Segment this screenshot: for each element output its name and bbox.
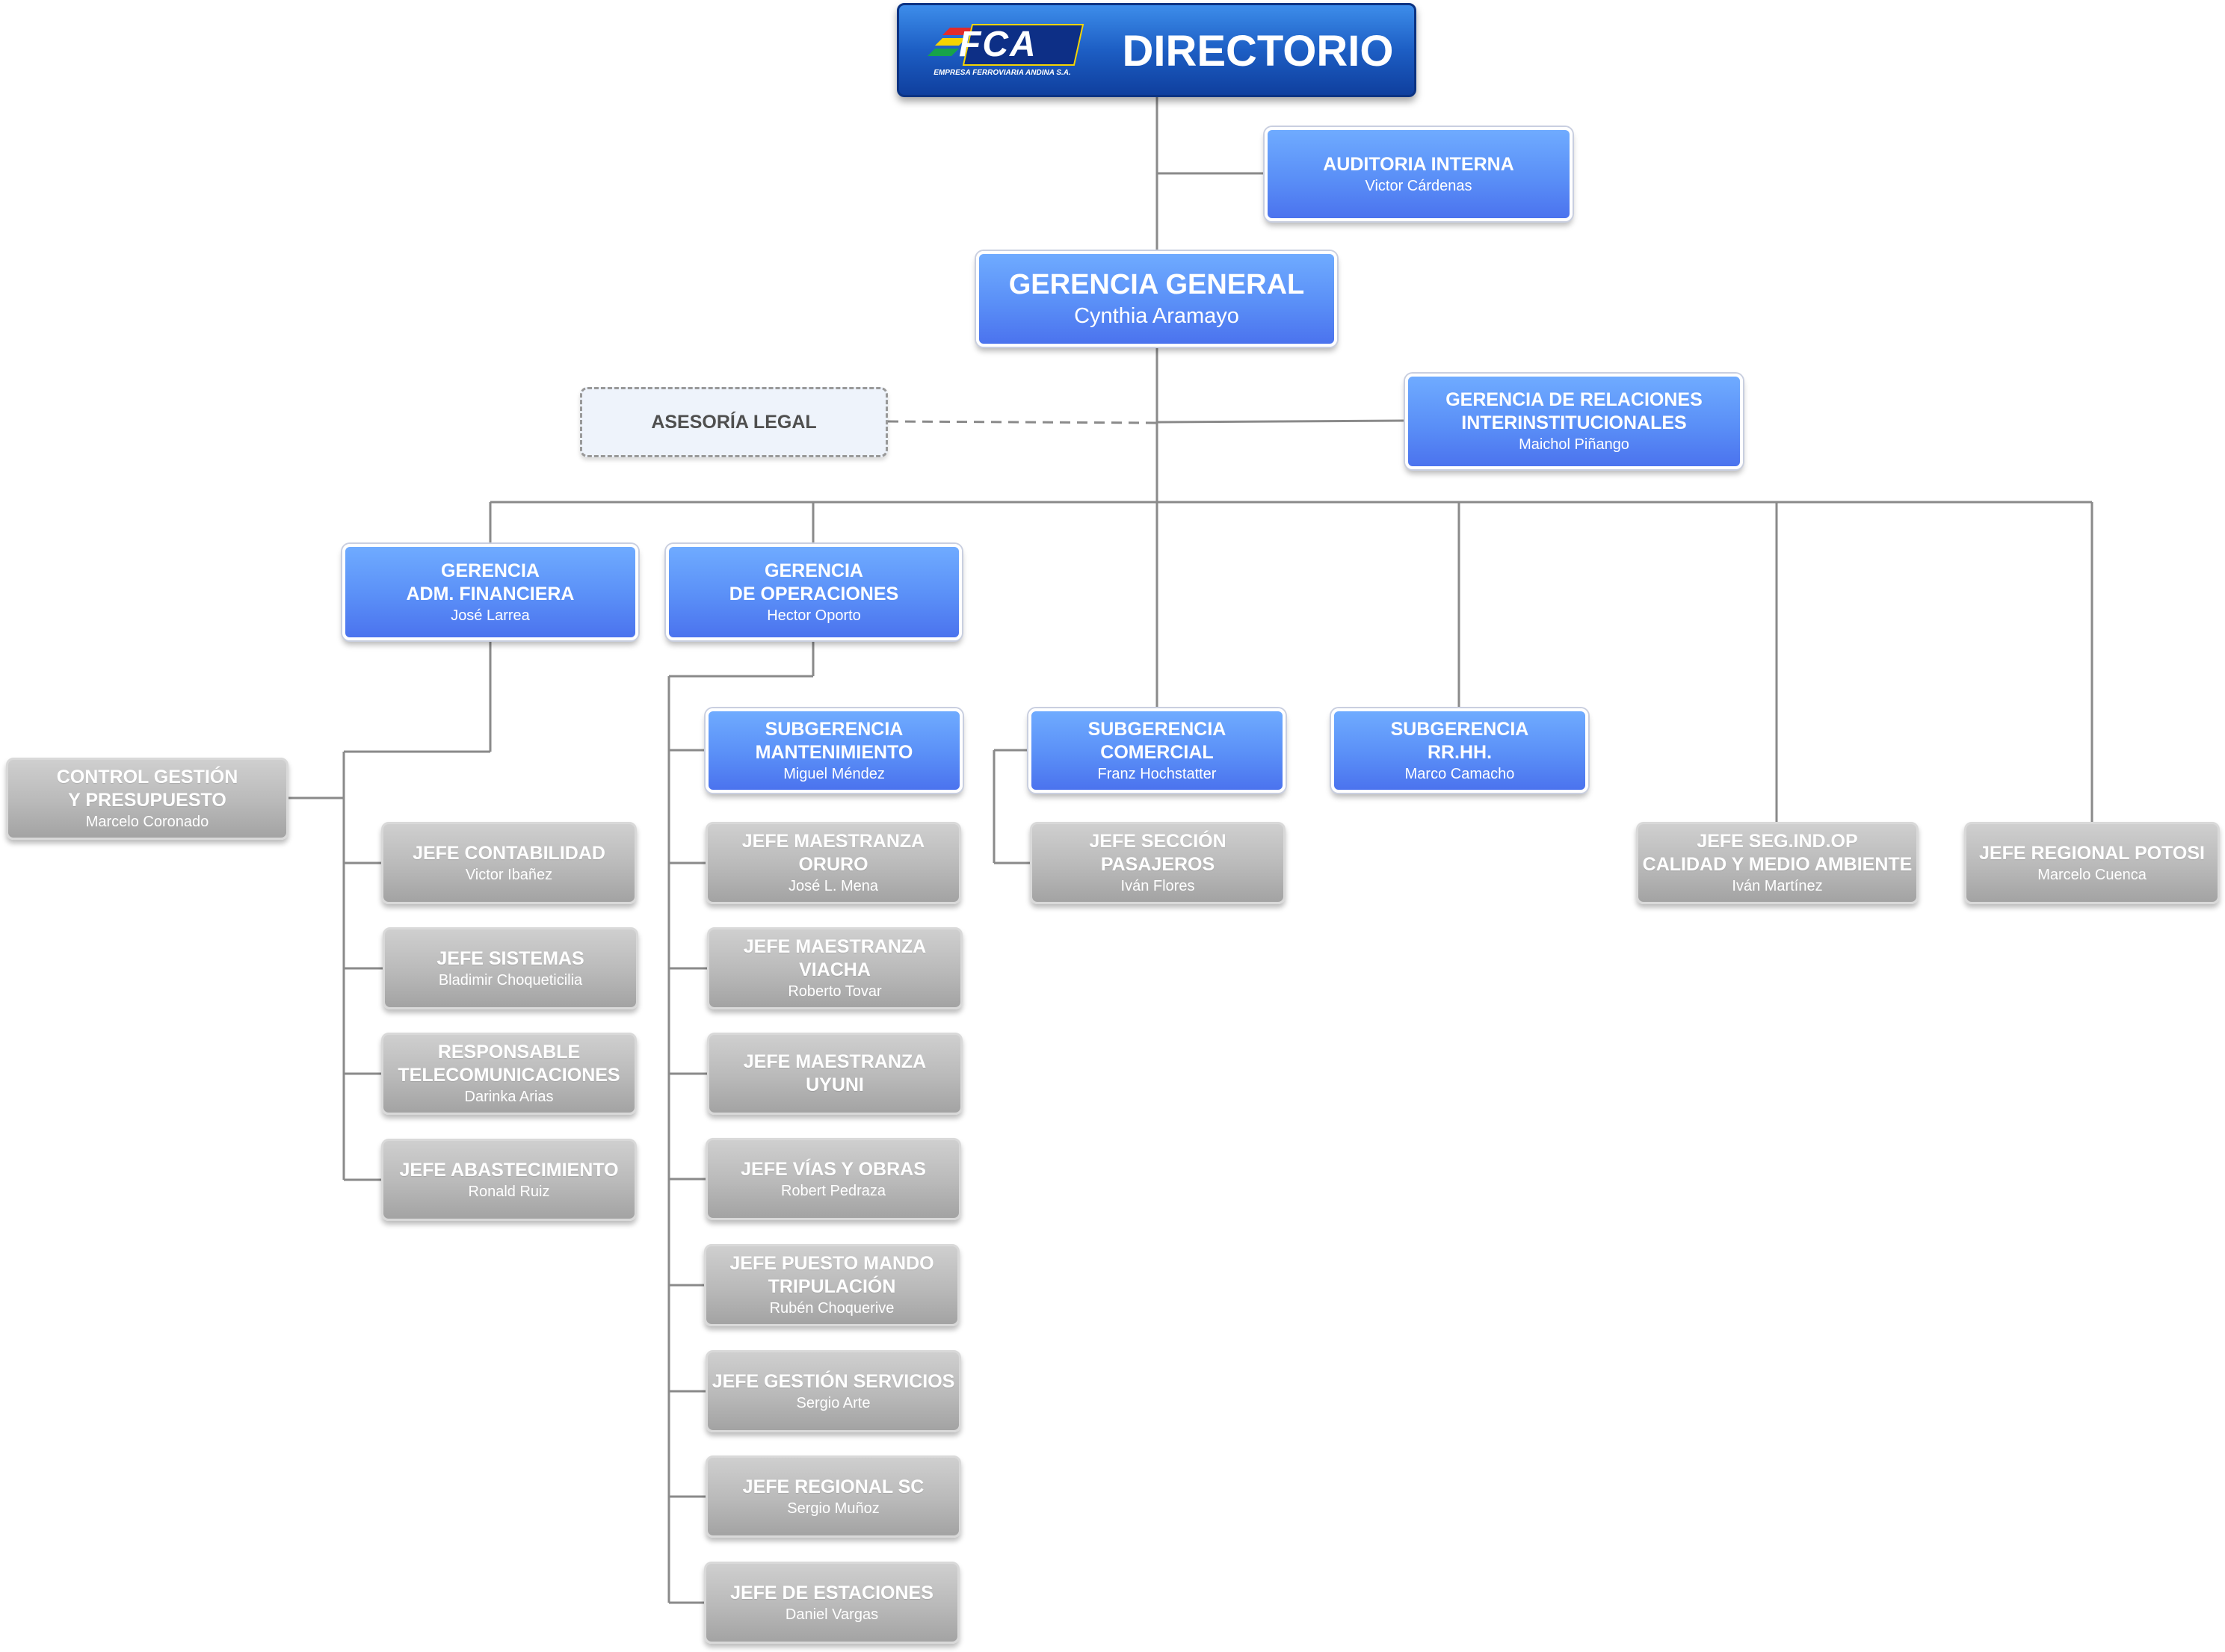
jefe-regional-sc-box: JEFE REGIONAL SC Sergio Muñoz bbox=[706, 1455, 961, 1538]
gerencia-adm-title: GERENCIA ADM. FINANCIERA bbox=[406, 560, 575, 604]
subgerencia-mantenimiento-box: SUBGERENCIA MANTENIMIENTO Miguel Méndez bbox=[706, 708, 963, 793]
sub-mantenimiento-title: SUBGERENCIA MANTENIMIENTO bbox=[755, 718, 913, 763]
jefe-viacha-title: JEFE MAESTRANZA VIACHA bbox=[743, 936, 927, 980]
logo-letters: FCA bbox=[959, 25, 1037, 64]
jefe-uyuni-title: JEFE MAESTRANZA UYUNI bbox=[743, 1051, 927, 1095]
sub-comercial-name: Franz Hochstatter bbox=[1097, 765, 1217, 782]
sub-comercial-title: SUBGERENCIA COMERCIAL bbox=[1087, 718, 1226, 763]
fca-logo-icon bbox=[928, 24, 1084, 66]
sub-mantenimiento-name: Miguel Méndez bbox=[783, 765, 885, 782]
jefe-gestion-servicios-title: JEFE GESTIÓN SERVICIOS bbox=[712, 1370, 955, 1392]
jefe-contabilidad-name: Victor Ibañez bbox=[465, 866, 553, 883]
jefe-oruro-title: JEFE MAESTRANZA ORURO bbox=[741, 831, 925, 875]
jefe-regional-sc-title: JEFE REGIONAL SC bbox=[742, 1476, 925, 1497]
asesoria-legal-box: ASESORÍA LEGAL bbox=[580, 387, 888, 457]
jefe-abastecimiento-title: JEFE ABASTECIMIENTO bbox=[399, 1159, 619, 1181]
jefe-pasajeros-name: Iván Flores bbox=[1120, 878, 1195, 894]
jefe-seccion-pasajeros-box: JEFE SECCIÓN PASAJEROS Iván Flores bbox=[1030, 822, 1286, 904]
jefe-maestranza-uyuni-box: JEFE MAESTRANZA UYUNI bbox=[707, 1033, 963, 1115]
jefe-gestion-servicios-name: Sergio Arte bbox=[796, 1394, 871, 1411]
jefe-seg-ind-op-box: JEFE SEG.IND.OP CALIDAD Y MEDIO AMBIENTE… bbox=[1636, 822, 1919, 904]
jefe-maestranza-oruro-box: JEFE MAESTRANZA ORURO José L. Mena bbox=[706, 822, 961, 904]
control-gestion-name: Marcelo Coronado bbox=[85, 814, 209, 830]
jefe-estaciones-title: JEFE DE ESTACIONES bbox=[730, 1582, 933, 1603]
jefe-potosi-name: Marcelo Cuenca bbox=[2037, 866, 2147, 883]
resp-telecom-name: Darinka Arias bbox=[464, 1089, 554, 1105]
jefe-vias-obras-box: JEFE VÍAS Y OBRAS Robert Pedraza bbox=[706, 1138, 961, 1220]
subgerencia-rrhh-box: SUBGERENCIA RR.HH. Marco Camacho bbox=[1331, 708, 1588, 793]
gerencia-general-title: GERENCIA GENERAL bbox=[1008, 269, 1305, 300]
directorio-box: FCA EMPRESA FERROVIARIA ANDINA S.A. DIRE… bbox=[897, 3, 1416, 97]
gerencia-relaciones-box: GERENCIA DE RELACIONES INTERINSTITUCIONA… bbox=[1405, 374, 1743, 469]
auditoria-title: AUDITORIA INTERNA bbox=[1323, 153, 1514, 175]
jefe-regional-potosi-box: JEFE REGIONAL POTOSI Marcelo Cuenca bbox=[1964, 822, 2220, 904]
jefe-maestranza-viacha-box: JEFE MAESTRANZA VIACHA Roberto Tovar bbox=[707, 927, 963, 1009]
auditoria-interna-box: AUDITORIA INTERNA Victor Cárdenas bbox=[1265, 127, 1573, 221]
resp-telecom-title: RESPONSABLE TELECOMUNICACIONES bbox=[398, 1042, 620, 1086]
jefe-seg-title: JEFE SEG.IND.OP CALIDAD Y MEDIO AMBIENTE bbox=[1642, 831, 1913, 875]
responsable-telecom-box: RESPONSABLE TELECOMUNICACIONES Darinka A… bbox=[381, 1033, 637, 1115]
jefe-contabilidad-box: JEFE CONTABILIDAD Victor Ibañez bbox=[381, 822, 637, 904]
gerencia-general-box: GERENCIA GENERAL Cynthia Aramayo bbox=[976, 251, 1337, 347]
jefe-viacha-name: Roberto Tovar bbox=[788, 983, 882, 1000]
jefe-gestion-servicios-box: JEFE GESTIÓN SERVICIOS Sergio Arte bbox=[706, 1350, 961, 1432]
jefe-potosi-title: JEFE REGIONAL POTOSI bbox=[1979, 842, 2205, 864]
fca-logo: FCA EMPRESA FERROVIARIA ANDINA S.A. bbox=[920, 22, 1084, 81]
control-gestion-title: CONTROL GESTIÓN Y PRESUPUESTO bbox=[56, 767, 238, 811]
directorio-title: DIRECTORIO bbox=[1122, 27, 1394, 75]
gerencia-relaciones-name: Maichol Piñango bbox=[1519, 436, 1629, 453]
gerencia-relaciones-title: GERENCIA DE RELACIONES INTERINSTITUCIONA… bbox=[1445, 389, 1703, 433]
jefe-vias-title: JEFE VÍAS Y OBRAS bbox=[741, 1158, 926, 1180]
control-gestion-box: CONTROL GESTIÓN Y PRESUPUESTO Marcelo Co… bbox=[6, 758, 288, 840]
jefe-seg-name: Iván Martínez bbox=[1732, 878, 1823, 894]
jefe-sistemas-box: JEFE SISTEMAS Bladimir Choqueticilia bbox=[383, 927, 638, 1009]
gerencia-operaciones-box: GERENCIA DE OPERACIONES Hector Oporto bbox=[666, 544, 962, 640]
jefe-estaciones-box: JEFE DE ESTACIONES Daniel Vargas bbox=[704, 1562, 960, 1644]
jefe-puesto-mando-name: Rubén Choquerive bbox=[769, 1300, 895, 1317]
connector-relaciones bbox=[1156, 419, 1406, 424]
sub-rrhh-name: Marco Camacho bbox=[1404, 765, 1515, 782]
jefe-sistemas-name: Bladimir Choqueticilia bbox=[438, 971, 583, 989]
jefe-abastecimiento-box: JEFE ABASTECIMIENTO Ronald Ruiz bbox=[381, 1139, 637, 1221]
jefe-oruro-name: José L. Mena bbox=[788, 878, 879, 894]
jefe-estaciones-name: Daniel Vargas bbox=[785, 1606, 879, 1623]
gerencia-general-name: Cynthia Aramayo bbox=[1074, 304, 1239, 328]
gerencia-adm-name: José Larrea bbox=[451, 607, 530, 624]
jefe-abastecimiento-name: Ronald Ruiz bbox=[468, 1183, 550, 1200]
gerencia-op-title: GERENCIA DE OPERACIONES bbox=[729, 560, 899, 604]
jefe-puesto-mando-title: JEFE PUESTO MANDO TRIPULACIÓN bbox=[729, 1253, 934, 1297]
logo-subtitle: EMPRESA FERROVIARIA ANDINA S.A. bbox=[933, 69, 1071, 77]
jefe-puesto-mando-box: JEFE PUESTO MANDO TRIPULACIÓN Rubén Choq… bbox=[704, 1244, 960, 1326]
connector-asesoria-legal bbox=[887, 420, 1158, 424]
jefe-pasajeros-title: JEFE SECCIÓN PASAJEROS bbox=[1089, 831, 1226, 875]
gerencia-adm-financiera-box: GERENCIA ADM. FINANCIERA José Larrea bbox=[342, 544, 638, 640]
sub-rrhh-title: SUBGERENCIA RR.HH. bbox=[1390, 718, 1529, 763]
jefe-regional-sc-name: Sergio Muñoz bbox=[787, 1500, 880, 1517]
gerencia-op-name: Hector Oporto bbox=[767, 607, 861, 624]
jefe-vias-name: Robert Pedraza bbox=[780, 1182, 886, 1199]
jefe-contabilidad-title: JEFE CONTABILIDAD bbox=[413, 842, 605, 864]
jefe-sistemas-title: JEFE SISTEMAS bbox=[436, 947, 584, 969]
asesoria-legal-title: ASESORÍA LEGAL bbox=[651, 411, 817, 433]
auditoria-name: Victor Cárdenas bbox=[1365, 177, 1472, 194]
subgerencia-comercial-box: SUBGERENCIA COMERCIAL Franz Hochstatter bbox=[1028, 708, 1286, 793]
